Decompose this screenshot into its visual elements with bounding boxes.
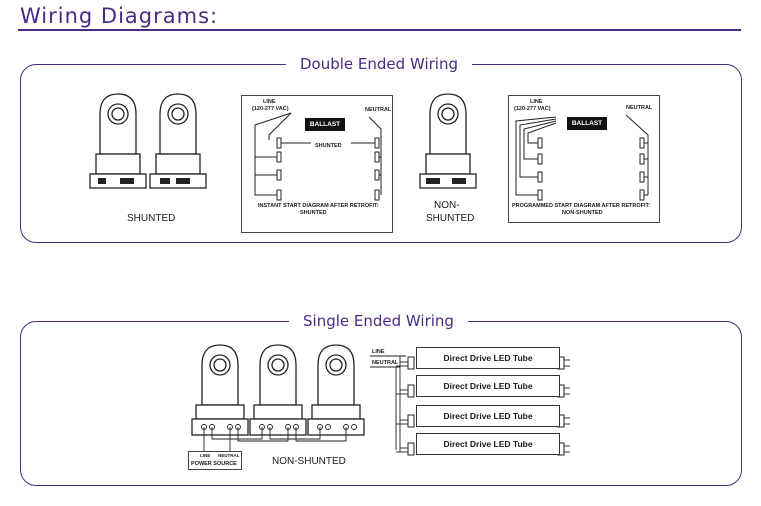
programmed-neutral-label: NEUTRAL <box>626 105 653 111</box>
non-shunted-label-line2: SHUNTED <box>426 213 475 224</box>
led-tube-2: Direct Drive LED Tube <box>416 375 560 397</box>
programmed-caption-line2: NON-SHUNTED <box>562 210 603 216</box>
single-non-shunted-label: NON-SHUNTED <box>272 456 346 467</box>
led-tube-1: Direct Drive LED Tube <box>416 347 560 369</box>
instant-wiring <box>254 112 382 201</box>
power-line-label: LINE <box>200 453 211 458</box>
shunted-lampholders <box>89 93 207 189</box>
double-ended-title: Double Ended Wiring <box>286 55 472 73</box>
programmed-line-label: LINE <box>530 99 543 105</box>
title-divider <box>18 29 741 31</box>
power-source-label: POWER SOURCE <box>191 461 237 467</box>
page-title: Wiring Diagrams: <box>20 4 219 28</box>
instant-neutral-label: NEUTRAL <box>365 107 392 113</box>
instant-ballast: BALLAST <box>305 118 345 131</box>
single-ended-title: Single Ended Wiring <box>289 312 468 330</box>
single-line-label: LINE <box>372 349 385 355</box>
power-source-box <box>188 451 242 470</box>
instant-line-voltage: (120-277 VAC) <box>252 106 289 112</box>
programmed-caption-line1: PROGRAMMED START DIAGRAM AFTER RETROFIT: <box>512 203 651 209</box>
instant-caption-line2: SHUNTED <box>300 210 327 216</box>
instant-shunted-label: SHUNTED <box>315 143 342 149</box>
instant-line-label: LINE <box>263 99 276 105</box>
led-tube-3: Direct Drive LED Tube <box>416 405 560 427</box>
programmed-wiring <box>515 114 649 201</box>
programmed-ballast: BALLAST <box>567 117 607 130</box>
single-ended-lampholders <box>191 344 365 451</box>
non-shunted-label-line1: NON- <box>434 200 460 211</box>
non-shunted-lampholder <box>419 93 477 189</box>
led-tube-4: Direct Drive LED Tube <box>416 433 560 455</box>
power-neutral-label: NEUTRAL <box>218 453 240 458</box>
instant-caption-line1: INSTANT START DIAGRAM AFTER RETROFIT: <box>258 203 379 209</box>
shunted-label: SHUNTED <box>127 213 176 224</box>
programmed-line-voltage: (120-277 VAC) <box>514 106 551 112</box>
single-neutral-label: NEUTRAL <box>372 360 399 366</box>
